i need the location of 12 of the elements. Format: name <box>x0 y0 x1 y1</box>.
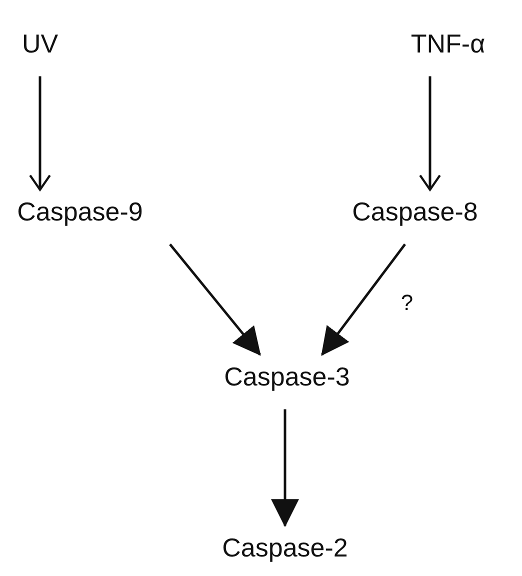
arrow <box>321 244 406 356</box>
protein-label: TNF-α <box>410 30 486 58</box>
arrow <box>169 244 261 356</box>
protein-label: Caspase-9 <box>17 198 143 226</box>
arrow <box>419 76 441 191</box>
protein-label: Caspase-3 <box>224 362 350 392</box>
protein-label: Caspase-2 <box>222 534 348 562</box>
protein-label: UV <box>22 30 58 58</box>
arrow <box>271 409 299 528</box>
arrow <box>29 76 51 191</box>
protein-label: Caspase-8 <box>352 198 478 226</box>
question-mark-label: ? <box>400 290 414 316</box>
